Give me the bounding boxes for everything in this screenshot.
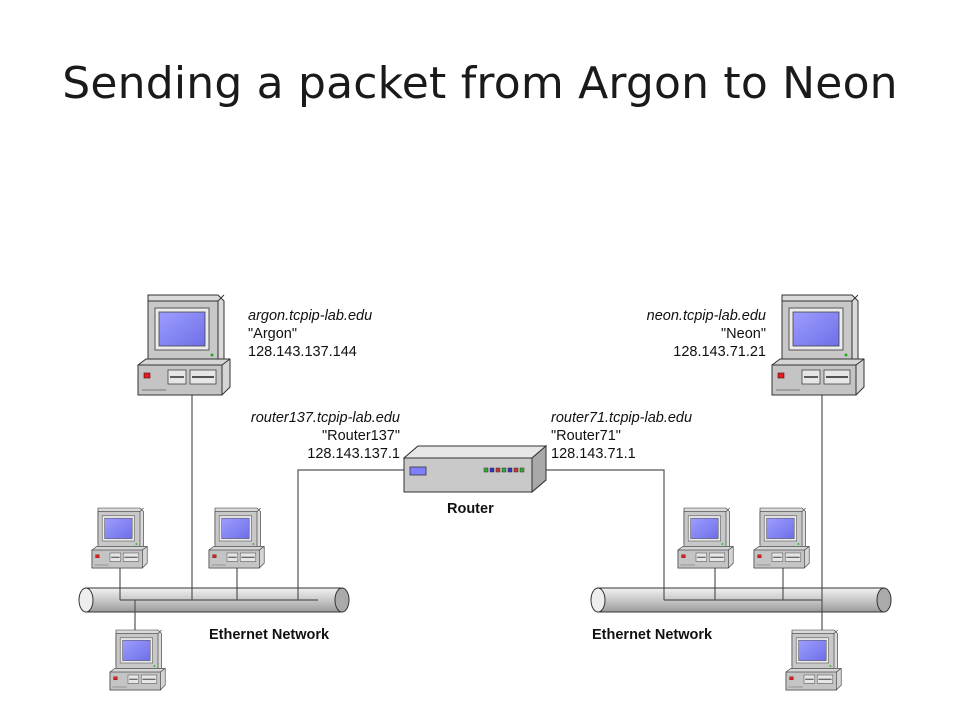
neon-ip: 128.143.71.21 (673, 344, 766, 360)
argon-name: "Argon" (248, 326, 297, 342)
router71-ip: 128.143.71.1 (551, 446, 636, 462)
neon-computer-icon (771, 294, 865, 396)
router-label: Router (447, 501, 494, 517)
router71-fqdn: router71.tcpip-lab.edu (551, 410, 693, 426)
neon-name: "Neon" (721, 326, 766, 342)
desktop-computer-icon (109, 629, 166, 691)
argon-label: argon.tcpip-lab.edu "Argon" 128.143.137.… (248, 307, 372, 361)
desktop-computer-icon (677, 507, 734, 569)
neon-label: neon.tcpip-lab.edu "Neon" 128.143.71.21 (647, 307, 766, 361)
router-right-interface-label: router71.tcpip-lab.edu "Router71" 128.14… (551, 409, 692, 463)
slide-title: Sending a packet from Argon to Neon (62, 58, 898, 109)
router137-name: "Router137" (321, 428, 400, 444)
router137-ip: 128.143.137.1 (307, 446, 400, 462)
left-network-label: Ethernet Network (209, 627, 330, 643)
neon-fqdn: neon.tcpip-lab.edu (646, 308, 766, 324)
desktop-computer-icon (208, 507, 265, 569)
router-icon (402, 444, 548, 494)
desktop-computer-icon (91, 507, 148, 569)
desktop-computer-icon (753, 507, 810, 569)
argon-fqdn: argon.tcpip-lab.edu (248, 308, 373, 324)
router137-fqdn: router137.tcpip-lab.edu (250, 410, 400, 426)
router-left-interface-label: router137.tcpip-lab.edu "Router137" 128.… (251, 409, 400, 463)
right-network-label: Ethernet Network (592, 627, 713, 643)
router71-name: "Router71" (551, 428, 621, 444)
argon-computer-icon (137, 294, 231, 396)
desktop-computer-icon (785, 629, 842, 691)
argon-ip: 128.143.137.144 (248, 344, 357, 360)
